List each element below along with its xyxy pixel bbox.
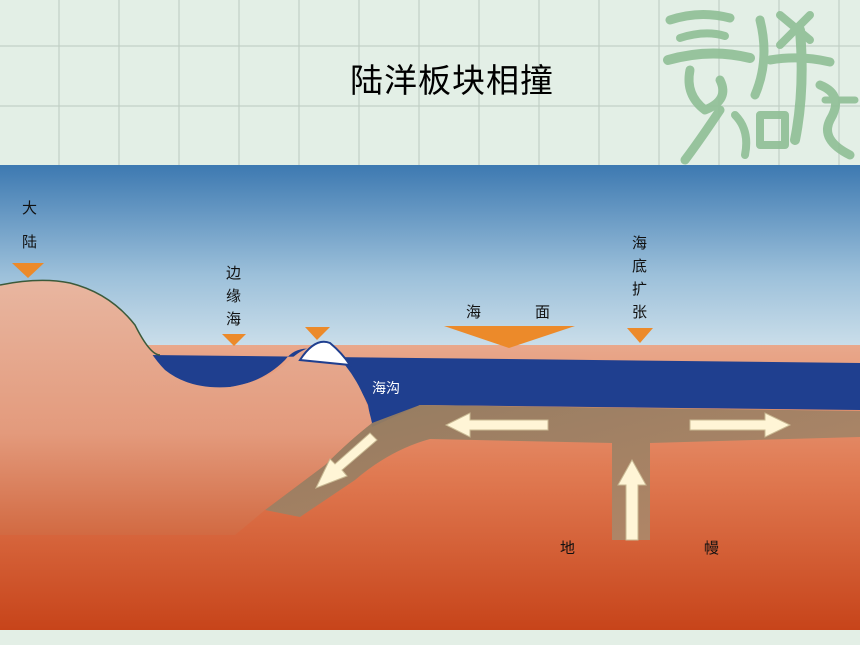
marker-sea-level bbox=[444, 326, 575, 348]
sea-level-markers bbox=[12, 263, 653, 348]
sky bbox=[0, 165, 860, 365]
continent-surface-line bbox=[0, 279, 161, 356]
marker-continent bbox=[12, 263, 44, 278]
label-sea-level-1: 海 bbox=[466, 303, 481, 321]
plate-collision-diagram: 大 陆 边 缘 海 海 面 海 底 扩 张 地 幔 海沟 bbox=[0, 165, 860, 630]
label-mantle-2: 幔 bbox=[704, 539, 719, 557]
marker-seafloor-spreading bbox=[627, 328, 653, 343]
oceanic-crust bbox=[265, 405, 860, 540]
label-seafloor-spreading-4: 张 bbox=[632, 303, 647, 321]
label-seafloor-spreading-1: 海 bbox=[632, 234, 647, 252]
label-continent-1: 大 bbox=[22, 199, 37, 217]
convection-arrows bbox=[314, 412, 792, 541]
label-seafloor-spreading-3: 扩 bbox=[632, 280, 647, 298]
marker-marginal-sea bbox=[222, 334, 246, 346]
arrow-subduct bbox=[314, 432, 378, 489]
island-arc bbox=[298, 340, 353, 367]
label-trench: 海沟 bbox=[372, 381, 400, 397]
label-sea-level-2: 面 bbox=[535, 303, 550, 321]
page-title: 陆洋板块相撞 bbox=[350, 61, 554, 100]
label-marginal-sea-2: 缘 bbox=[226, 287, 241, 305]
marker-island-arc bbox=[305, 327, 330, 340]
logo-calligraphy bbox=[663, 10, 859, 165]
label-mantle-1: 地 bbox=[560, 539, 575, 557]
arrow-right bbox=[689, 412, 792, 438]
label-seafloor-spreading-2: 底 bbox=[632, 257, 647, 275]
arrow-up bbox=[617, 458, 647, 541]
label-marginal-sea-1: 边 bbox=[226, 264, 241, 282]
label-continent-2: 陆 bbox=[22, 233, 37, 251]
ocean bbox=[150, 348, 860, 427]
label-marginal-sea-3: 海 bbox=[226, 310, 241, 328]
arrow-left bbox=[444, 412, 549, 438]
bottom-strip bbox=[0, 630, 860, 645]
continental-plate bbox=[0, 280, 372, 535]
